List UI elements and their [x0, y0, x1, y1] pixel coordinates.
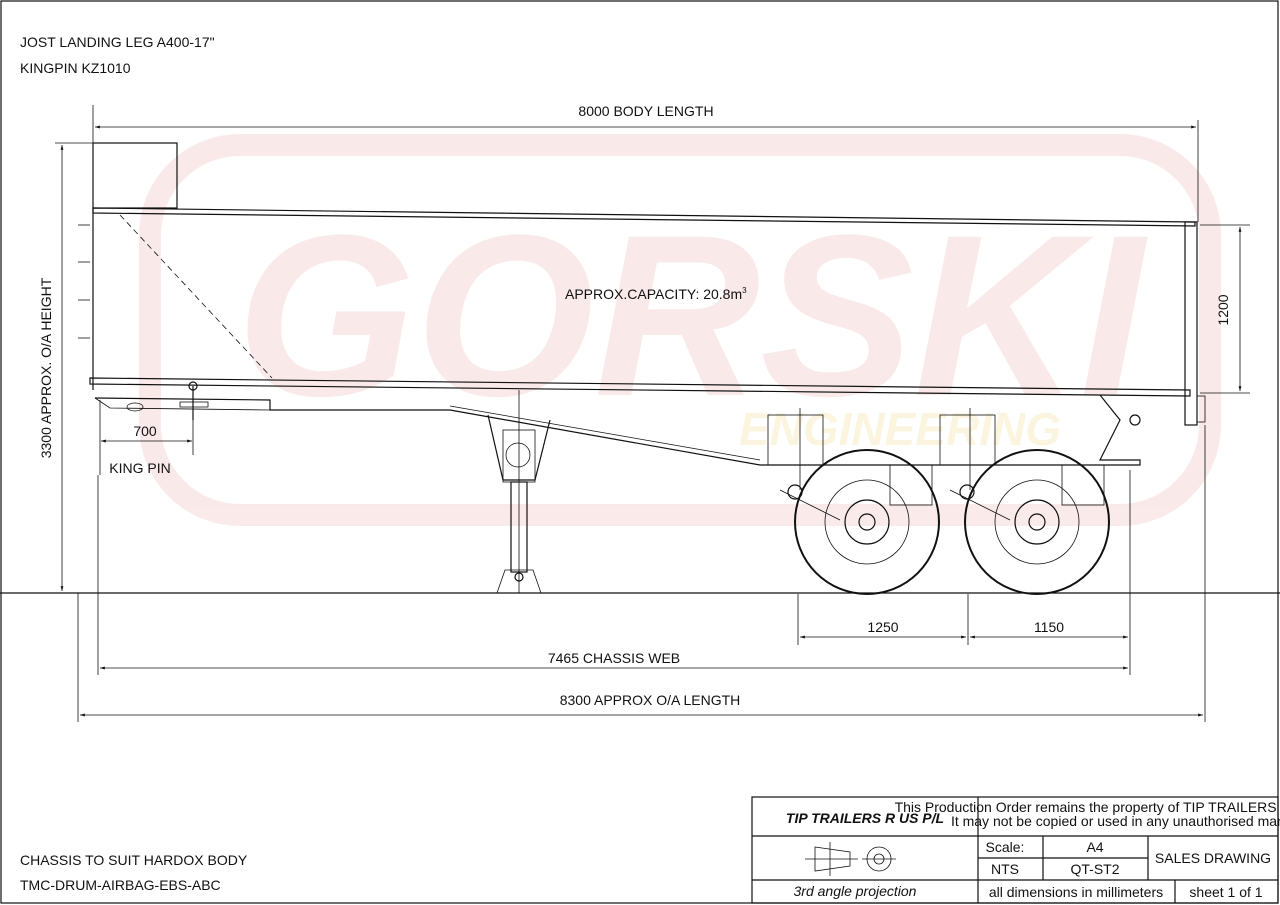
drawing-type: SALES DRAWING [1155, 850, 1271, 866]
dim-axle-spacing-2: 1150 [1034, 619, 1064, 635]
title-block [751, 796, 1279, 904]
dim-body-length: 8000 BODY LENGTH [578, 103, 713, 119]
note-kingpin: KINGPIN KZ1010 [20, 60, 131, 76]
chassis [94, 381, 1141, 521]
units-note: all dimensions in millimeters [989, 884, 1163, 900]
note-chassis-body: CHASSIS TO SUIT HARDOX BODY [20, 852, 248, 868]
ownership-notice-1: This Production Order remains the proper… [895, 799, 1280, 815]
sheet-number: sheet 1 of 1 [1189, 884, 1262, 900]
landing-leg [487, 390, 551, 594]
dim-kingpin-offset: 700 [133, 423, 157, 439]
note-spec: TMC-DRUM-AIRBAG-EBS-ABC [20, 877, 221, 893]
ownership-notice-2: It may not be copied or used in any unau… [951, 813, 1280, 829]
dim-axle-spacing-1: 1250 [867, 619, 898, 635]
dim-kingpin-label: KING PIN [109, 460, 170, 476]
note-landing-leg: JOST LANDING LEG A400-17" [20, 34, 215, 50]
drawing-number: QT-ST2 [1070, 861, 1119, 877]
watermark-logo: GORSKI ENGINEERING [139, 134, 1221, 526]
dimension-lines [55, 105, 1250, 722]
dim-overall-height: 3300 APPROX. O/A HEIGHT [38, 277, 54, 458]
scale-value: NTS [991, 861, 1019, 877]
capacity-label: APPROX.CAPACITY: 20.8m3 [565, 286, 747, 302]
wheel-axle-2 [959, 449, 1110, 595]
watermark-main-text: GORSKI [236, 187, 1147, 444]
dim-side-height: 1200 [1215, 294, 1231, 325]
tipper-body [78, 142, 1206, 426]
watermark-sub-text: ENGINEERING [739, 403, 1061, 455]
scale-label: Scale: [986, 839, 1025, 855]
dim-overall-length: 8300 APPROX O/A LENGTH [560, 692, 741, 708]
dim-chassis-web: 7465 CHASSIS WEB [548, 650, 680, 666]
paper-size: A4 [1086, 839, 1103, 855]
wheel-axle-1 [787, 449, 940, 595]
company-name: TIP TRAILERS R US P/L [786, 810, 944, 826]
third-angle-projection-icon [805, 842, 896, 876]
projection-label: 3rd angle projection [794, 883, 917, 899]
